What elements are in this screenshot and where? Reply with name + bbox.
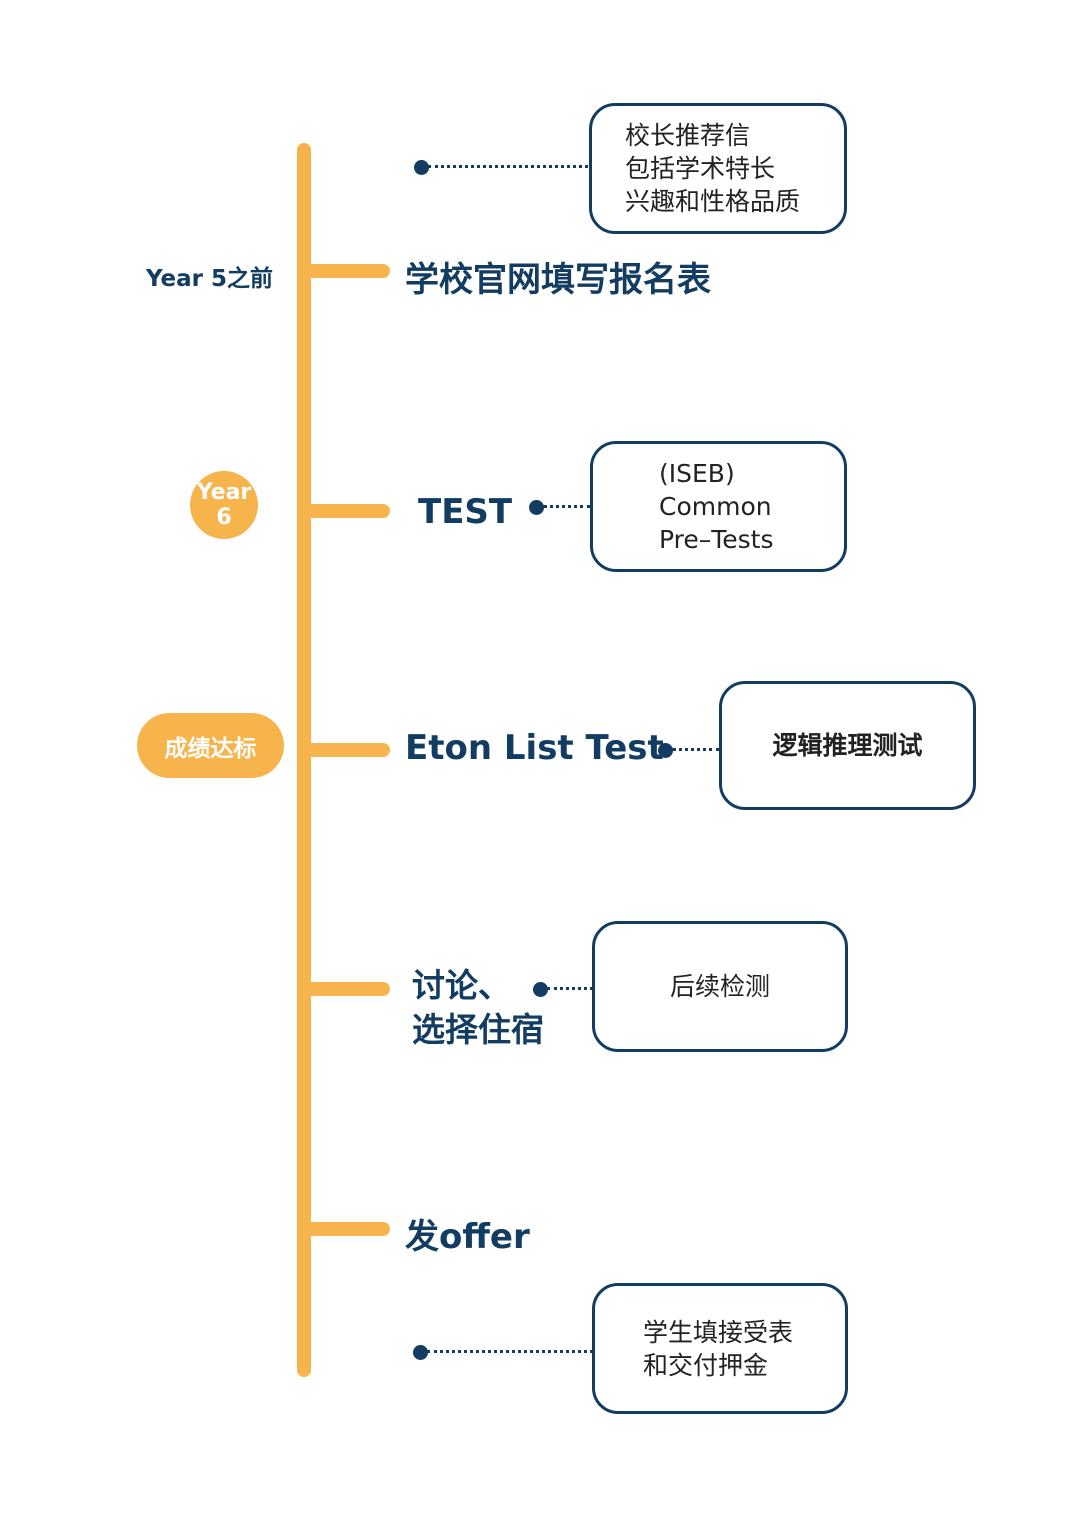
note-line: 后续检测: [669, 972, 770, 1001]
note-line: (ISEB): [659, 459, 735, 488]
note-box-reasoning-test: 逻辑推理测试: [719, 681, 976, 810]
connector-dot: [533, 982, 548, 997]
dotted-connector: [543, 505, 591, 508]
note-box-recommendation: 校长推荐信 包括学术特长 兴趣和性格品质: [589, 103, 847, 234]
stage-badge-year6: Year 6: [190, 471, 258, 539]
stage-title-eton-list-test: Eton List Test: [405, 728, 664, 768]
badge-line: Year: [196, 480, 252, 505]
dotted-connector: [672, 748, 720, 751]
note-box-iseb: (ISEB) Common Pre–Tests: [590, 441, 847, 572]
stage-title-offer: 发offer: [405, 1217, 530, 1257]
timeline-branch: [304, 504, 390, 518]
stage-title-application: 学校官网填写报名表: [405, 260, 711, 300]
note-line: 学生填接受表: [643, 1317, 794, 1347]
stage-title-accommodation: 讨论、 选择住宿: [412, 964, 544, 1052]
note-line: Common: [659, 492, 772, 521]
note-line: 和交付押金: [643, 1350, 769, 1380]
connector-dot: [414, 160, 429, 175]
stage-title-test: TEST: [418, 492, 513, 532]
dotted-connector: [428, 165, 588, 168]
timeline-branch: [304, 264, 390, 278]
note-line: 包括学术特长: [625, 154, 776, 183]
title-line: 讨论、: [412, 966, 511, 1005]
dotted-connector: [427, 1350, 593, 1353]
connector-dot: [529, 500, 544, 515]
title-line: 选择住宿: [412, 1010, 544, 1049]
note-box-follow-up: 后续检测: [592, 921, 848, 1052]
timeline-branch: [304, 743, 390, 757]
connector-dot: [658, 743, 673, 758]
timeline-branch: [304, 1222, 390, 1236]
note-line: Pre–Tests: [659, 525, 774, 554]
timeline-branch: [304, 982, 390, 996]
timeline-spine: [297, 143, 311, 1377]
stage-badge-qualified: 成绩达标: [137, 713, 284, 778]
note-line: 兴趣和性格品质: [625, 187, 801, 216]
badge-line: 6: [216, 505, 232, 530]
connector-dot: [413, 1345, 428, 1360]
dotted-connector: [547, 987, 593, 990]
note-line: 校长推荐信: [625, 121, 751, 150]
note-box-acceptance: 学生填接受表 和交付押金: [592, 1283, 848, 1414]
note-line: 逻辑推理测试: [772, 731, 923, 760]
stage-period-label: Year 5之前: [146, 266, 274, 292]
